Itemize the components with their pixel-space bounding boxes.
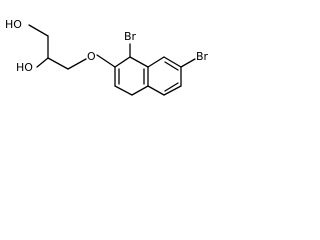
label-hydroxyl-mid: HO: [16, 61, 33, 74]
bond-c8a-c8: [147, 56, 165, 68]
bond-c8-c7-inner: [164, 61, 179, 71]
bond-c8-c7: [163, 56, 182, 68]
bond-choh-ho: [36, 57, 49, 68]
naphthalene-ring-a: [114, 43, 149, 96]
naphthalene-ring-b: [147, 56, 196, 96]
label-bromine-top: Br: [124, 30, 137, 43]
label-ether-oxygen: O: [87, 50, 96, 63]
bond-c6-br: [180, 58, 196, 68]
bond-c4-c4a: [131, 85, 149, 96]
side-chain-bonds: [28, 24, 116, 70]
molecule-canvas: HO HO O Br Br: [0, 0, 239, 125]
bond-c3-c4: [114, 85, 133, 96]
bond-choh-ch2: [47, 57, 69, 70]
bond-c5-c4a: [147, 85, 165, 96]
bond-ho-ch2: [28, 24, 49, 37]
structure-diagram: HO HO O Br Br: [5, 18, 209, 96]
bond-ch2-o: [67, 58, 87, 70]
bond-o-c2: [96, 54, 116, 68]
bond-c1-c2: [114, 56, 131, 68]
label-hydroxyl-top: HO: [5, 18, 22, 31]
bond-c6-c5: [163, 85, 182, 96]
bond-c8a-c1: [129, 56, 149, 68]
label-bromine-right: Br: [196, 50, 209, 63]
bond-c6-c5-inner: [164, 82, 179, 92]
